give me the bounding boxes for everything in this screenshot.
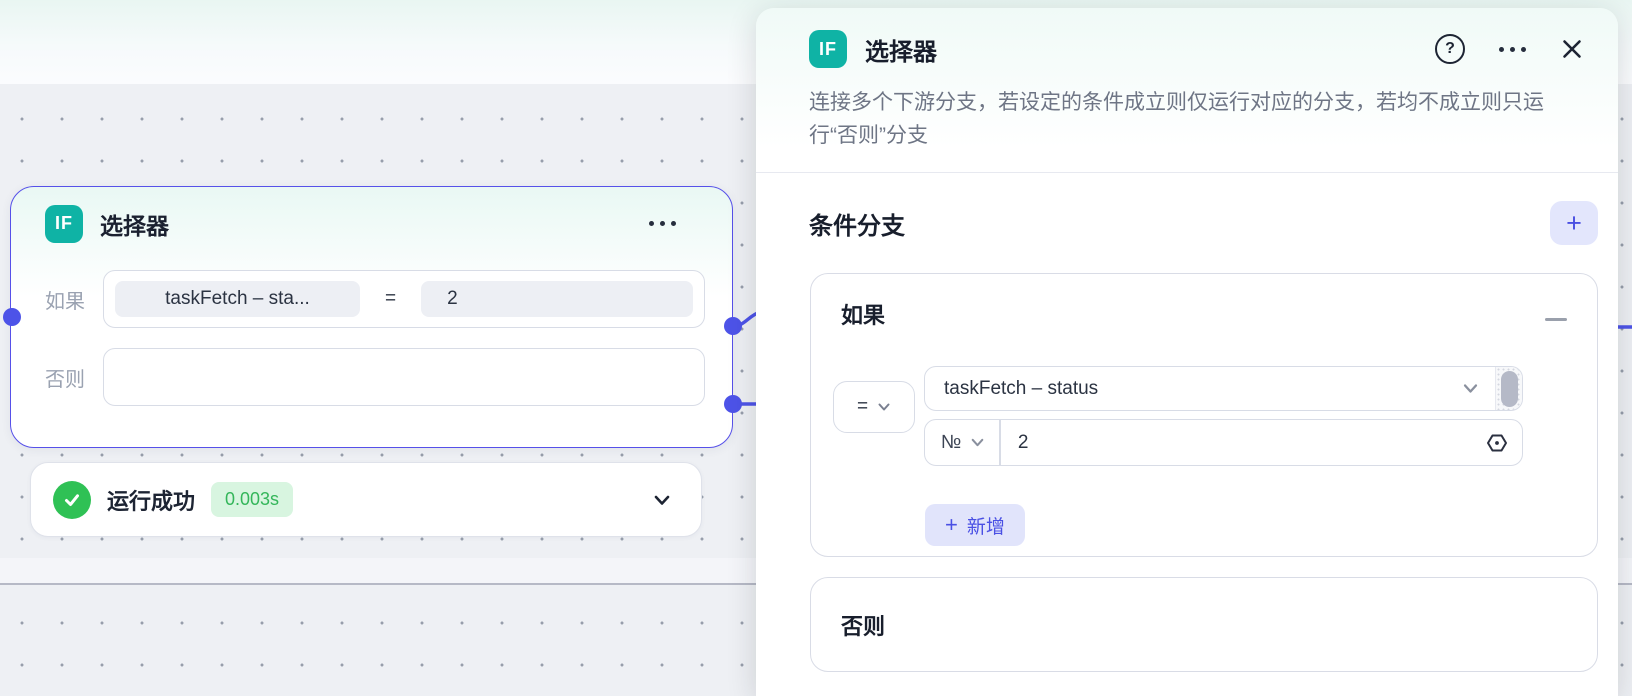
node-branch-else-row: 否则 — [11, 348, 732, 406]
add-condition-button[interactable]: + 新增 — [925, 504, 1025, 546]
node-branch-if-condition[interactable]: taskFetch – sta... = 2 — [103, 270, 705, 328]
node-branch-if-label: 如果 — [45, 290, 85, 313]
panel-more-icon[interactable] — [1499, 46, 1526, 52]
run-duration-badge: 0.003s — [211, 482, 294, 517]
panel-description: 连接多个下游分支，若设定的条件成立则仅运行对应的分支，若均不成立则只运行“否则”… — [809, 91, 1544, 147]
node-more-icon[interactable] — [649, 221, 676, 226]
operator-value: = — [856, 396, 869, 417]
config-panel: IF 选择器 ? 连接多个下游分支，若设定的条件成立则仅运行对应的分支，若均不成… — [756, 8, 1618, 696]
if-node-title: 选择器 — [100, 212, 169, 239]
variable-select[interactable]: taskFetch – status — [924, 366, 1523, 411]
remove-branch-icon[interactable] — [1545, 318, 1567, 321]
node-branch-else-box[interactable] — [103, 348, 705, 406]
if-condition-card: 如果 = taskFetch – status № — [810, 273, 1598, 557]
run-status-label: 运行成功 — [107, 488, 196, 514]
value-type-select[interactable]: № — [925, 420, 999, 465]
panel-divider — [756, 172, 1618, 173]
panel-if-icon: IF — [809, 30, 847, 68]
condition-section-header: 条件分支 + — [756, 173, 1618, 245]
status-chevron-down-icon[interactable] — [651, 489, 673, 511]
operator-chevron-down-icon — [878, 403, 890, 411]
if-node[interactable]: IF 选择器 如果 taskFetch – sta... = 2 否则 — [10, 186, 733, 448]
success-check-icon — [53, 480, 91, 519]
add-condition-label: 新增 — [966, 516, 1005, 538]
node-branch-else-label: 否则 — [45, 368, 85, 391]
value-type-chevron-down-icon — [972, 438, 984, 447]
variable-scrollbar[interactable] — [1495, 367, 1522, 410]
value-type-glyph: № — [941, 431, 962, 453]
else-branch-card[interactable]: 否则 — [810, 577, 1598, 672]
node-input-port[interactable] — [3, 308, 21, 326]
operator-select[interactable]: = — [833, 381, 915, 433]
panel-actions: ? — [1435, 34, 1584, 64]
variable-chevron-down-icon — [1462, 380, 1495, 397]
value-input-value[interactable]: 2 — [1017, 431, 1029, 453]
condition-section-title: 条件分支 — [809, 212, 905, 240]
condition-operator: = — [385, 288, 397, 309]
else-card-title: 否则 — [841, 613, 886, 639]
expression-hexagon-icon[interactable] — [1485, 431, 1522, 455]
condition-rows: taskFetch – status № 2 — [924, 366, 1523, 466]
add-condition-plus-icon: + — [945, 512, 958, 537]
condition-left-operand[interactable]: taskFetch – sta... — [115, 281, 360, 317]
if-card-title: 如果 — [841, 303, 886, 328]
panel-header: IF 选择器 ? — [756, 8, 1618, 70]
if-node-icon: IF — [45, 204, 83, 243]
variable-select-value: taskFetch – status — [944, 377, 1099, 399]
run-status-card[interactable]: 运行成功 0.003s — [30, 462, 702, 537]
value-input-row[interactable]: № 2 — [924, 419, 1523, 466]
node-output-port-if[interactable] — [724, 317, 742, 335]
close-icon[interactable] — [1560, 37, 1584, 61]
node-branch-if-row: 如果 taskFetch – sta... = 2 — [11, 270, 732, 328]
if-node-header: IF 选择器 — [11, 187, 732, 245]
variable-scrollbar-thumb[interactable] — [1500, 370, 1518, 407]
add-branch-button[interactable]: + — [1550, 201, 1598, 245]
node-output-port-else[interactable] — [724, 395, 742, 413]
help-icon[interactable]: ? — [1435, 34, 1465, 64]
condition-right-operand[interactable]: 2 — [421, 281, 693, 317]
panel-title: 选择器 — [865, 38, 937, 66]
value-input-separator — [999, 420, 1001, 465]
